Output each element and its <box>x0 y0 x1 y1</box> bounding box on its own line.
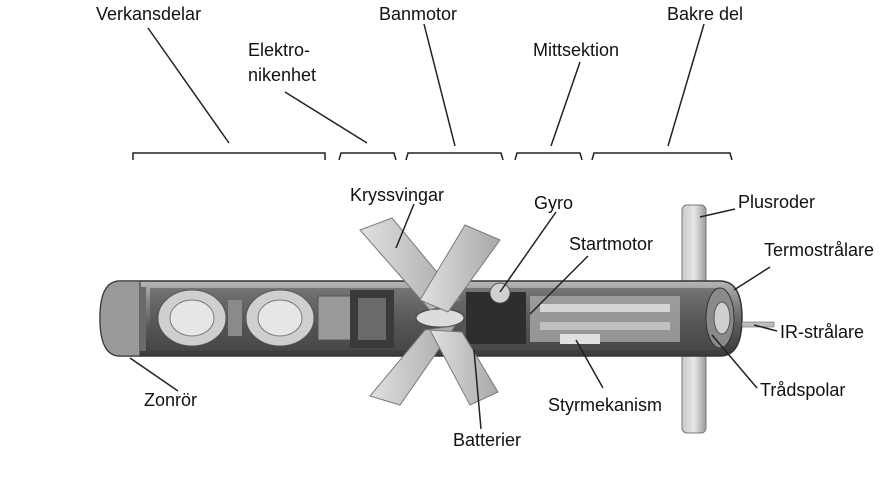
section-brackets <box>132 152 733 161</box>
bracket-mittsektion <box>514 152 583 161</box>
label-bakre-del: Bakre del <box>667 4 744 24</box>
bracket-bakre-del <box>591 152 733 161</box>
leader-batterier <box>473 349 482 430</box>
label-elektronikenhet-line2: nikenhet <box>248 65 317 85</box>
leader-elektronikenhet <box>284 91 368 144</box>
leader-styrmekanism <box>575 339 604 389</box>
label-startmotor: Startmotor <box>569 234 654 254</box>
label-gyro: Gyro <box>534 193 574 213</box>
label-verkansdelar: Verkansdelar <box>96 4 202 24</box>
leader-bakre-del <box>667 23 705 147</box>
leader-zonror <box>129 357 179 392</box>
label-ir-stralare: IR-strålare <box>780 322 865 342</box>
label-elektronikenhet-line1: Elektro- <box>248 40 311 60</box>
label-zonror: Zonrör <box>144 390 198 410</box>
label-tradspolar: Trådspolar <box>760 380 846 400</box>
leader-tradspolar <box>711 334 758 389</box>
bracket-verkansdelar <box>132 152 326 160</box>
leader-startmotor <box>529 255 589 315</box>
label-kryssvingar: Kryssvingar <box>350 185 445 205</box>
leader-banmotor <box>423 23 456 147</box>
bracket-banmotor <box>405 152 504 161</box>
kryssvingar-wings <box>359 217 501 406</box>
label-mittsektion: Mittsektion <box>533 40 620 60</box>
missile-body <box>99 280 775 357</box>
leader-ir-stralare <box>753 324 778 332</box>
leader-lines <box>129 23 778 430</box>
label-termostralare: Termostrålare <box>764 240 875 260</box>
leader-termostralare <box>733 266 771 291</box>
leader-plusroder <box>699 208 736 218</box>
label-batterier: Batterier <box>453 430 522 450</box>
leader-gyro <box>499 211 557 293</box>
leader-verkansdelar <box>147 27 230 144</box>
label-plusroder: Plusroder <box>738 192 816 212</box>
bracket-elektronikenhet <box>338 152 397 161</box>
leader-kryssvingar <box>395 203 415 249</box>
label-styrmekanism: Styrmekanism <box>548 395 663 415</box>
leader-mittsektion <box>550 61 581 147</box>
label-banmotor: Banmotor <box>379 4 458 24</box>
